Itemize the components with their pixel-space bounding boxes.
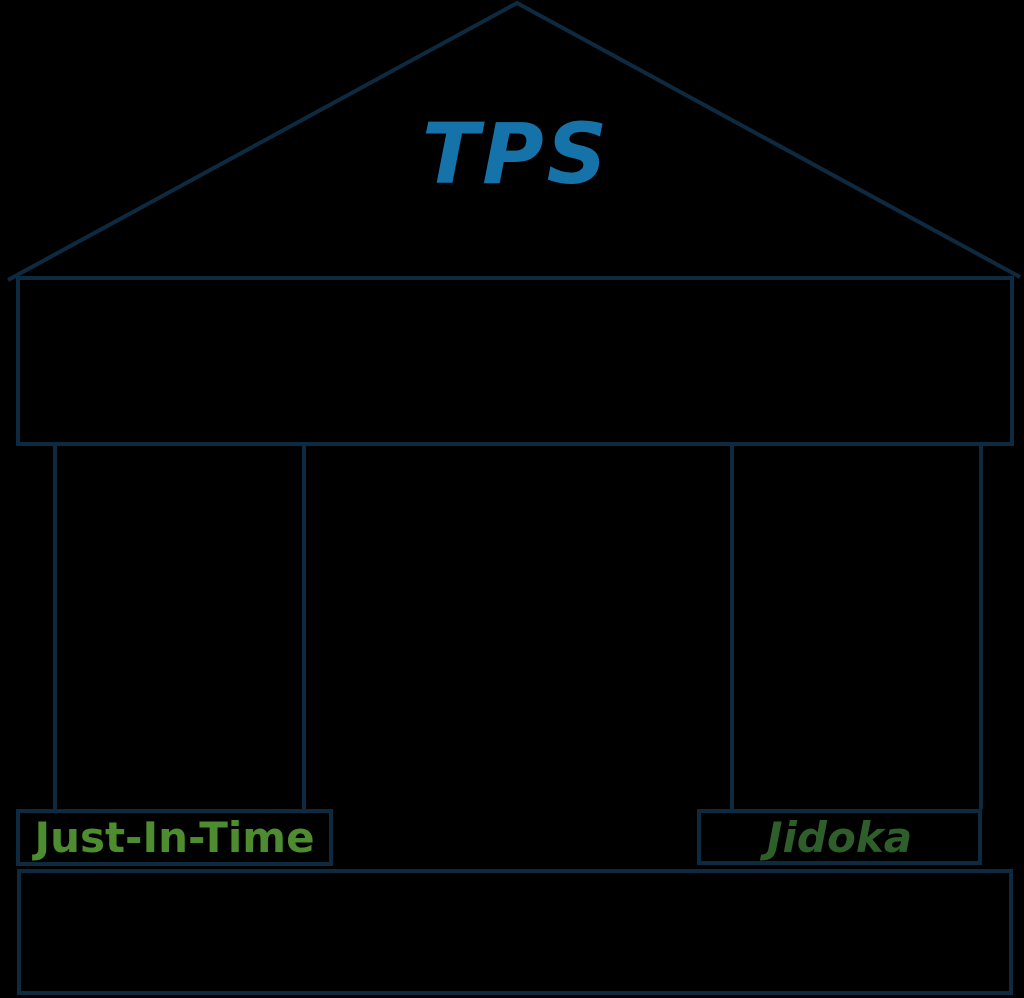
left-pillar bbox=[53, 446, 306, 809]
jidoka-label: Jidoka bbox=[766, 812, 913, 862]
roof-beam bbox=[16, 276, 1014, 446]
right-pillar bbox=[730, 446, 983, 809]
just-in-time-label-box: Just-In-Time bbox=[16, 809, 333, 866]
tps-title: TPS bbox=[421, 105, 611, 203]
foundation-base bbox=[17, 869, 1013, 995]
jidoka-label-box: Jidoka bbox=[697, 809, 982, 865]
just-in-time-label: Just-In-Time bbox=[34, 813, 315, 862]
